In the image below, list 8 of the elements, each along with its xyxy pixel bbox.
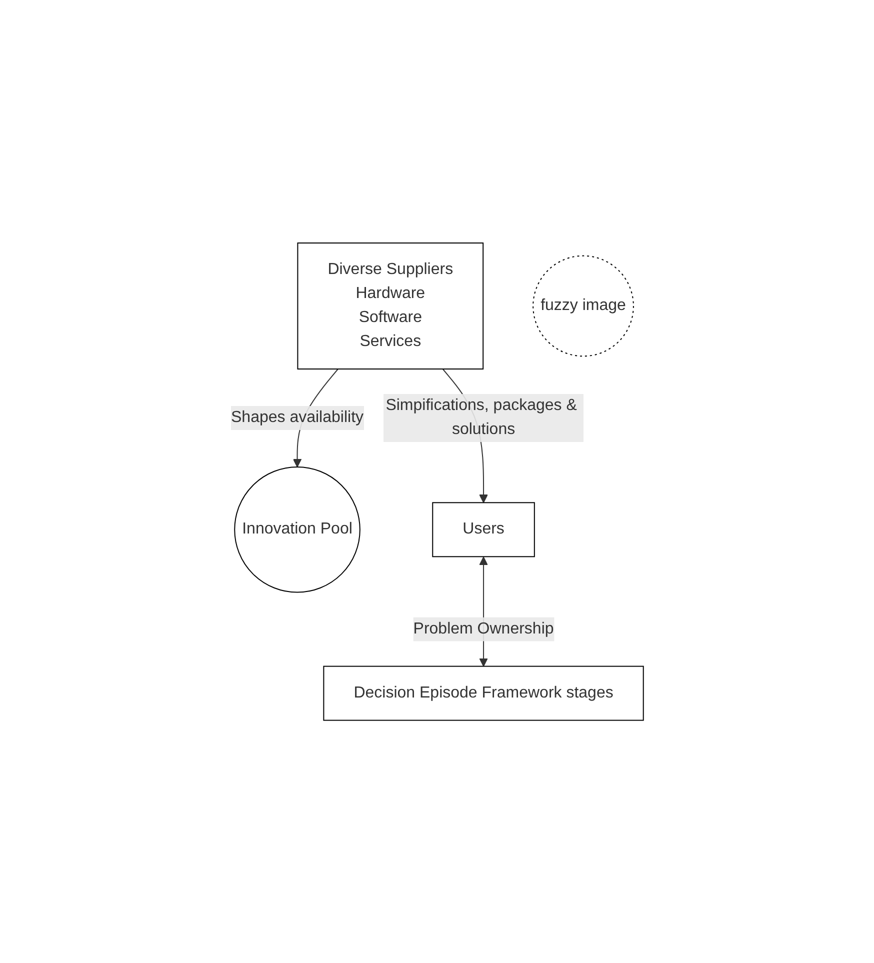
- node-circle: fuzzy image: [532, 255, 634, 357]
- edge-label: Shapes availability: [230, 408, 364, 426]
- node-box: Decision Episode Framework stages: [323, 666, 644, 721]
- edge-label: Problem Ownership: [413, 620, 554, 638]
- node-box: Diverse Suppliers Hardware Software Services: [297, 242, 484, 370]
- node-box: Users: [432, 502, 535, 557]
- edge-label: Simpifications, packages & solutions: [386, 396, 577, 438]
- node-circle: Innovation Pool: [234, 466, 360, 593]
